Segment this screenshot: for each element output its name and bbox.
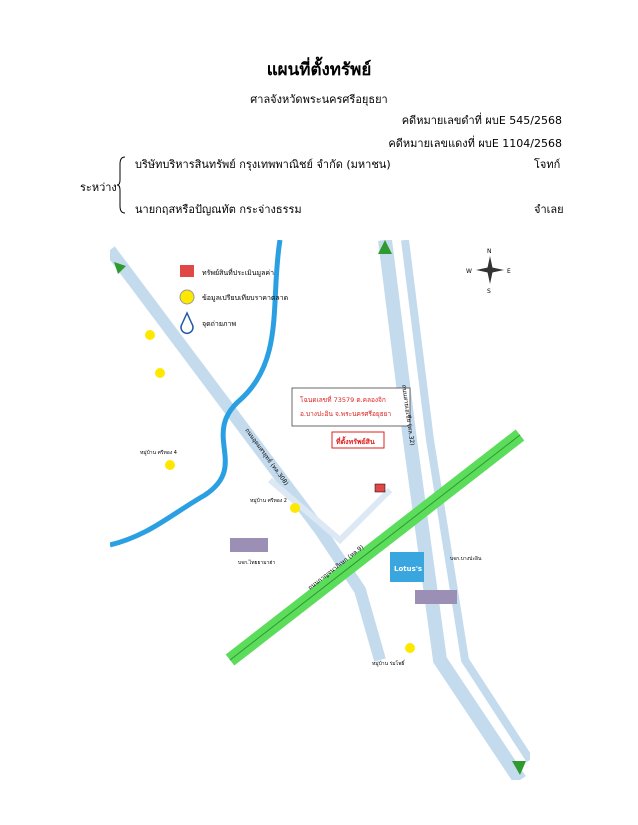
arrow-north-main (378, 240, 392, 254)
local-road (268, 477, 393, 545)
factory2-label: บจก.บางปะอิน (450, 555, 482, 562)
court-name: ศาลจังหวัดพระนครศรีอยุธยา (250, 93, 388, 106)
legend-comparable-swatch (179, 289, 195, 305)
legend-property: ทรัพย์สินที่ประเมินมูลค่า (202, 268, 274, 277)
arrow-north-left (114, 262, 126, 274)
property-label-box (331, 431, 385, 449)
compass-icon: N S E W (466, 248, 511, 295)
main-highway (378, 240, 526, 780)
svg-text:N: N (487, 248, 492, 255)
road-uthai-label: ถนนอุดมสรยุทธ์ (ทล.308) (243, 426, 290, 486)
plaintiff-name: บริษัทบริหารสินทรัพย์ กรุงเทพพาณิชย์ จำก… (135, 158, 391, 171)
svg-text:S: S (487, 288, 491, 295)
page-title: แผนที่ตั้งทรัพย์ (266, 60, 372, 80)
property-label: ที่ตั้งทรัพย์สิน (336, 435, 375, 446)
svg-text:W: W (466, 268, 472, 275)
arrow-south-main (512, 761, 526, 775)
village2-label: หมู่บ้าน ศรีทอง 2 (250, 497, 287, 504)
lotus-label: Lotus's (394, 565, 422, 573)
between-label: ระหว่าง (80, 181, 117, 194)
factory1-label: บจก.ไทยยามาฮ่า (238, 559, 275, 566)
legend-comparable: ข้อมูลเปรียบเทียบราคาตลาด (202, 294, 288, 302)
deed-line1: โฉนดเลขที่ 73579 ต.คลองจิก (300, 395, 386, 404)
plaintiff-role: โจทก์ (534, 158, 561, 171)
svg-text:E: E (507, 268, 511, 275)
river (110, 240, 283, 548)
property-marker (374, 483, 386, 493)
red-case-number: คดีหมายเลขแดงที่ ผบE 1104/2568 (388, 137, 562, 150)
village3-label: หมู่บ้าน ร่มโพธิ์ (372, 659, 406, 667)
defendant-role: จำเลย (534, 203, 564, 216)
deed-line2: อ.บางปะอิน จ.พระนครศรีอยุธยา (300, 410, 391, 418)
black-case-number: คดีหมายเลขดำที่ ผบE 545/2568 (401, 114, 562, 127)
legend-photo: จุดถ่ายภาพ (202, 320, 236, 328)
legend-photo-icon (180, 311, 194, 334)
location-map: ทรัพย์สินที่ประเมินมูลค่า ข้อมูลเปรียบเท… (110, 240, 530, 780)
lotus-logo (390, 552, 424, 582)
defendant-name: นายกฤสหรือปัญณทัต กระจ่างธรรม (135, 203, 302, 216)
deed-box (291, 387, 411, 427)
village1-label: หมู่บ้าน ศรีทอง 4 (140, 449, 177, 456)
main-highway-east (401, 240, 530, 763)
left-diagonal-road (110, 246, 386, 662)
party-brace (117, 156, 125, 214)
legend-property-swatch (180, 265, 194, 277)
